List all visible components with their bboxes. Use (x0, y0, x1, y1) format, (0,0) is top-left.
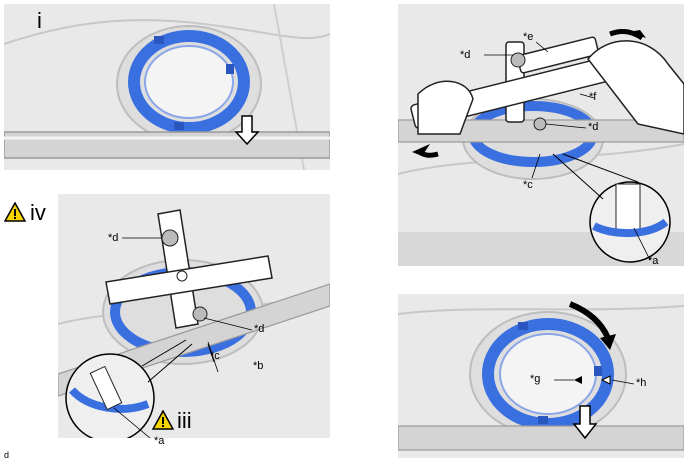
panel-step-v: v *g *h (398, 294, 684, 458)
callout-e: *e (523, 31, 534, 43)
callout-d-2: *d (254, 323, 265, 335)
callout-a: *a (154, 435, 165, 447)
callout-c: *c (210, 350, 220, 362)
callout-f: *f (589, 91, 597, 103)
step-label: i (37, 8, 42, 33)
panel-v-illustration (398, 301, 684, 451)
retainer-ring (128, 30, 250, 134)
callout-b: *b (253, 360, 264, 372)
down-arrow-icon (572, 405, 598, 440)
step-label: iv (30, 200, 46, 225)
warning-triangle-icon (4, 202, 26, 222)
down-arrow-icon (234, 115, 260, 146)
figure-code: d (4, 450, 10, 460)
callout-d-2: *d (588, 121, 599, 133)
warning-triangle-icon (152, 410, 174, 430)
panel-iv-illustration (58, 209, 330, 438)
panel-step-ii: ii *d *e *f *d *c *a (398, 4, 684, 266)
callout-d-1: *d (460, 49, 471, 61)
panel-ii-illustration (398, 28, 684, 266)
panel-step-i: i (4, 4, 330, 170)
callout-c: *c (523, 179, 533, 191)
step-label-inset: iii (177, 408, 192, 433)
callout-a: *a (648, 255, 659, 267)
callout-g: *g (530, 373, 541, 385)
callout-d-1: *d (108, 232, 119, 244)
sst-cross-plate (105, 209, 273, 329)
panel-i-illustration (4, 4, 330, 170)
rotate-arrow-icon (600, 334, 616, 350)
panel-step-iv (58, 194, 330, 438)
callout-h: *h (636, 377, 647, 389)
cross-member (4, 131, 330, 159)
